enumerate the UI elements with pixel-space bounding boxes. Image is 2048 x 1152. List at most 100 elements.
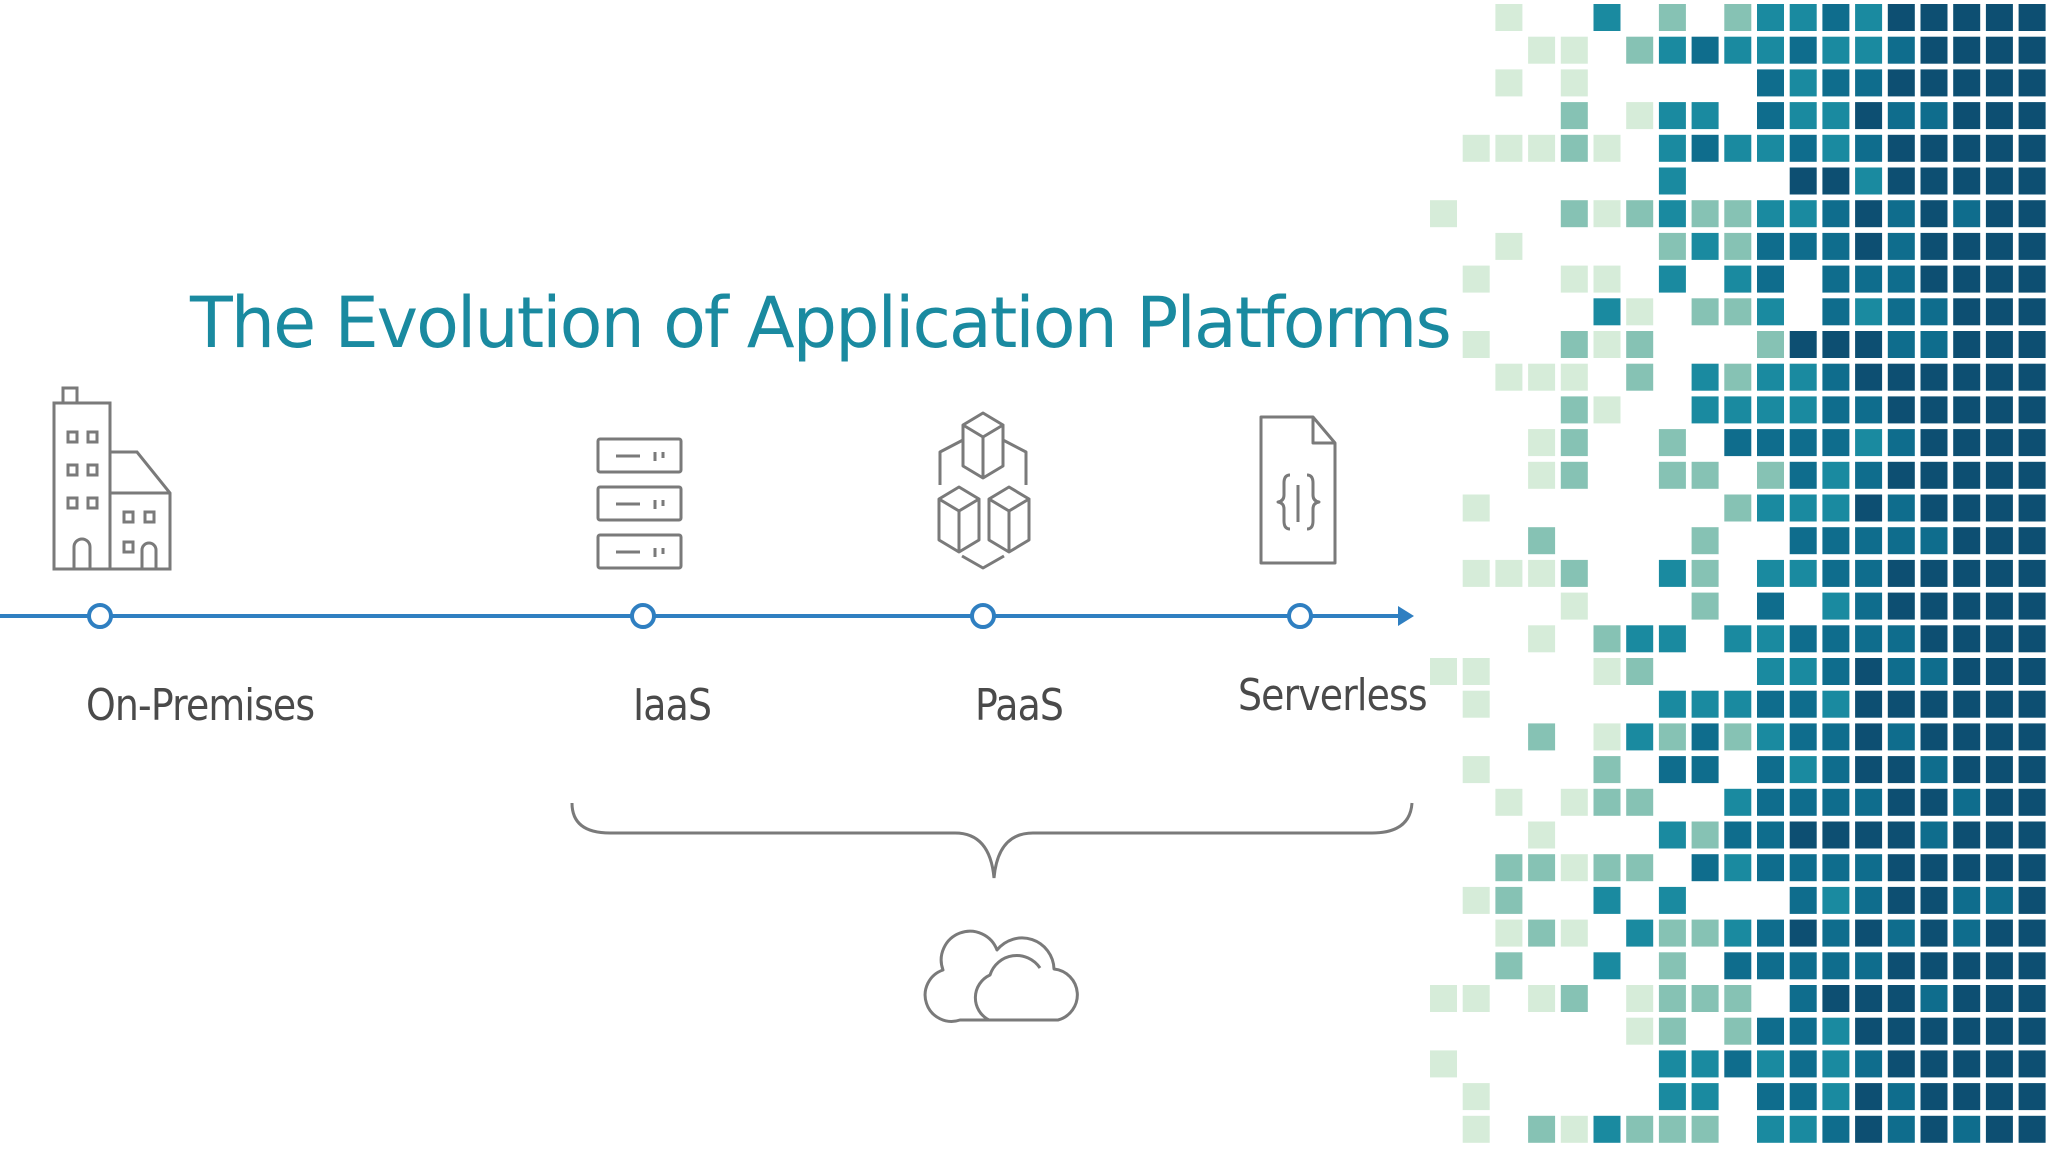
mosaic-tile — [1822, 331, 1850, 358]
mosaic-tile — [1626, 298, 1654, 326]
mosaic-tile — [1757, 1083, 1784, 1111]
mosaic-tile — [1887, 559, 1915, 587]
mosaic-tile — [1724, 232, 1752, 260]
mosaic-tile — [1593, 134, 1621, 162]
mosaic-tile — [2018, 985, 2046, 1012]
mosaic-tile — [1462, 690, 1490, 718]
mosaic-tile — [1691, 527, 1719, 555]
mosaic-tile — [1887, 494, 1915, 522]
mosaic-tile — [1985, 102, 2013, 130]
mosaic-tile — [1985, 886, 2013, 914]
mosaic-tile — [1855, 1050, 1883, 1078]
mosaic-tile — [2018, 200, 2046, 228]
mosaic-tile — [1789, 429, 1817, 457]
mosaic-tile — [1920, 167, 1948, 195]
mosaic-tile — [1822, 1083, 1850, 1111]
mosaic-tile — [1789, 232, 1817, 260]
mosaic-tile — [1855, 854, 1883, 882]
mosaic-tile — [1822, 1050, 1850, 1078]
mosaic-tile — [1789, 527, 1817, 555]
mosaic-tile — [1789, 625, 1817, 653]
mosaic-tile — [1822, 396, 1850, 424]
mosaic-tile — [1953, 69, 1981, 97]
mosaic-tile — [1658, 429, 1686, 457]
mosaic-tile — [1887, 1017, 1915, 1045]
mosaic-tile — [1560, 331, 1588, 358]
mosaic-tile — [1887, 625, 1915, 653]
mosaic-tile — [1920, 36, 1948, 64]
mosaic-tile — [1560, 592, 1588, 620]
mosaic-tile — [1920, 134, 1948, 162]
mosaic-tile — [1953, 527, 1981, 555]
mosaic-tile — [2018, 723, 2046, 751]
mosaic-tile — [1920, 1083, 1948, 1111]
mosaic-tile — [1658, 232, 1686, 260]
mosaic-tile — [1757, 363, 1784, 391]
mosaic-tile — [1430, 985, 1457, 1012]
mosaic-tile — [1528, 919, 1556, 947]
mosaic-tile — [1985, 1050, 2013, 1078]
mosaic-tile — [1855, 625, 1883, 653]
mosaic-tile — [1985, 625, 2013, 653]
mosaic-tile — [1658, 200, 1686, 228]
mosaic-tile — [1953, 625, 1981, 653]
mosaic-tile — [1593, 396, 1621, 424]
mosaic-tile — [1920, 494, 1948, 522]
stage-label-serverless: Serverless — [1238, 670, 1428, 721]
mosaic-tile — [1789, 985, 1817, 1012]
mosaic-tile — [1789, 788, 1817, 816]
mosaic-tile — [1495, 4, 1523, 31]
mosaic-tile — [1822, 592, 1850, 620]
mosaic-tile — [1724, 985, 1752, 1012]
mosaic-tile — [1887, 723, 1915, 751]
mosaic-tile — [1920, 1017, 1948, 1045]
mosaic-tile — [1953, 298, 1981, 326]
mosaic-tile — [1593, 886, 1621, 914]
mosaic-tile — [1985, 592, 2013, 620]
mosaic-tile — [1528, 134, 1556, 162]
mosaic-tile — [1495, 788, 1523, 816]
mosaic-tile — [1757, 723, 1784, 751]
mosaic-tile — [1789, 756, 1817, 784]
mosaic-tile — [1593, 952, 1621, 980]
mosaic-tile — [2018, 821, 2046, 849]
mosaic-tile — [1920, 429, 1948, 457]
mosaic-tile — [1462, 331, 1490, 358]
mosaic-tile — [1724, 625, 1752, 653]
mosaic-tile — [1560, 200, 1588, 228]
mosaic-tile — [1822, 886, 1850, 914]
mosaic-tile — [1757, 265, 1784, 293]
mosaic-tile — [1462, 134, 1490, 162]
mosaic-tile — [1560, 788, 1588, 816]
mosaic-tile — [1757, 559, 1784, 587]
mosaic-tile — [1789, 167, 1817, 195]
mosaic-tile — [1757, 625, 1784, 653]
mosaic-tile — [1920, 886, 1948, 914]
cubes-icon — [937, 411, 1031, 570]
mosaic-tile — [1887, 134, 1915, 162]
mosaic-tile — [1887, 690, 1915, 718]
mosaic-tile — [1691, 396, 1719, 424]
mosaic-tile — [1626, 919, 1654, 947]
mosaic-tile — [1528, 36, 1556, 64]
mosaic-tile — [1985, 756, 2013, 784]
mosaic-tile — [1560, 36, 1588, 64]
mosaic-tile — [1528, 461, 1556, 489]
mosaic-tile — [1724, 36, 1752, 64]
mosaic-tile — [1757, 494, 1784, 522]
mosaic-tile — [1593, 854, 1621, 882]
mosaic-tile — [1953, 952, 1981, 980]
mosaic-tile — [1822, 36, 1850, 64]
mosaic-tile — [1658, 559, 1686, 587]
mosaic-tile — [1985, 690, 2013, 718]
mosaic-tile — [1560, 102, 1588, 130]
mosaic-tile — [1985, 723, 2013, 751]
mosaic-tile — [1626, 723, 1654, 751]
mosaic-tile — [1920, 756, 1948, 784]
mosaic-tile — [1691, 363, 1719, 391]
mosaic-tile — [1691, 461, 1719, 489]
mosaic-tile — [1887, 232, 1915, 260]
mosaic-tile — [1789, 4, 1817, 31]
mosaic-tile — [1560, 396, 1588, 424]
mosaic-tile — [1855, 985, 1883, 1012]
